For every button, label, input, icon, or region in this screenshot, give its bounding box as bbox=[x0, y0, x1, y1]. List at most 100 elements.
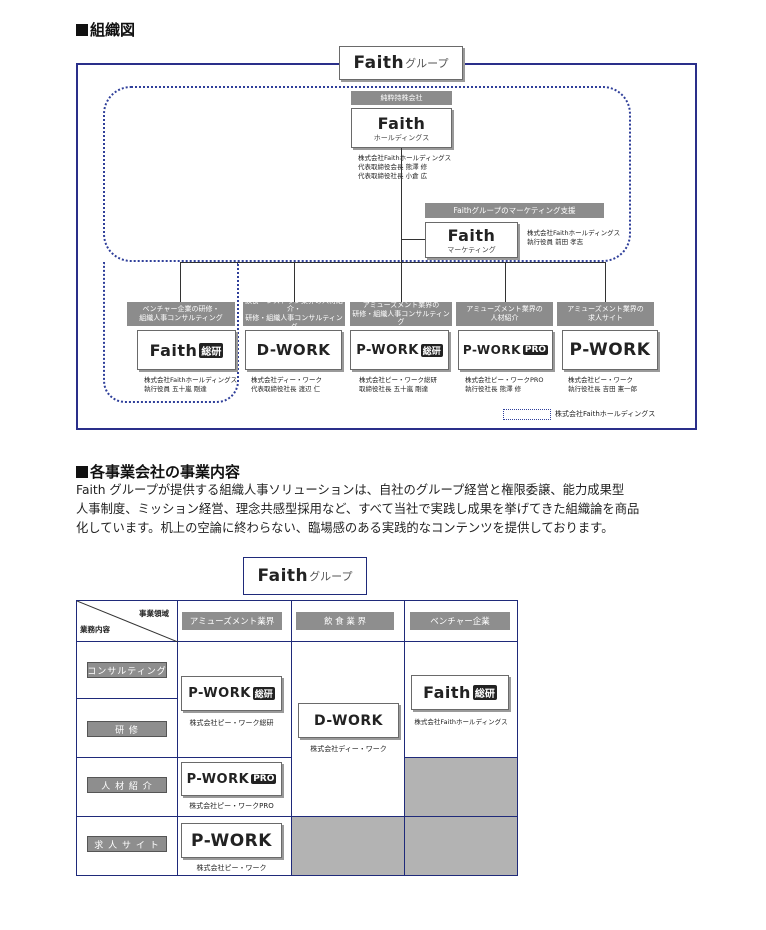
label-line: アミューズメント業界の bbox=[567, 305, 644, 314]
table-faith-soken-name: Faith bbox=[423, 683, 471, 702]
business-matrix-table: 事業領域 業務内容 アミューズメント業界 飲 食 業 界 ベンチャー企業 コンサ… bbox=[76, 600, 518, 876]
legend-label: 株式会社Faithホールディングス bbox=[555, 410, 656, 418]
caption-line: 株式会社Faithホールディングス bbox=[144, 376, 238, 384]
caption-line: 取締役社長 五十嵐 剛達 bbox=[359, 384, 429, 393]
business-heading: 各事業会社の事業内容 bbox=[76, 461, 240, 482]
header-cell-amusement bbox=[178, 601, 292, 642]
company-1-label: ベンチャー企業の研修・組織人事コンサルティング bbox=[127, 302, 235, 326]
label-line: 研修・組織人事コンサルティング bbox=[245, 314, 343, 331]
label-line: 飲食・レストラン業界の人材紹介・ bbox=[245, 296, 343, 314]
table-pwork-soken-badge: 総研 bbox=[252, 687, 275, 700]
table-pwork-pro-badge: PRO bbox=[251, 774, 277, 784]
company-2-label: 飲食・レストラン業界の人材紹介・研修・組織人事コンサルティング bbox=[243, 297, 345, 331]
org-chart-heading: 組織図 bbox=[76, 19, 135, 40]
business-intro: Faith グループが提供する組織人事ソリューションは、自社のグループ経営と権限… bbox=[76, 481, 700, 538]
table-pwork-soken-logo: P-WORK 総研 bbox=[181, 676, 282, 711]
marketing-logo: Faith マーケティング bbox=[425, 222, 518, 258]
company-4-label: アミューズメント業界の人材紹介 bbox=[456, 302, 553, 326]
table-faith-soken-logo: Faith 総研 bbox=[411, 675, 509, 710]
column-label-amusement: アミューズメント業界 bbox=[182, 612, 282, 630]
faith-group-logo-suffix: グループ bbox=[309, 570, 353, 583]
table-dwork-caption: 株式会社ディー・ワーク bbox=[310, 745, 387, 753]
label-line: 求人サイト bbox=[587, 314, 623, 322]
cell-food-main bbox=[292, 642, 405, 817]
holdings-region-upper bbox=[103, 86, 631, 262]
intro-line: 人事制度、ミッション経営、理念共感型採用など、すべて当社で実践し成果を挙げてきた… bbox=[76, 502, 640, 516]
row-cell-training bbox=[77, 699, 178, 758]
table-pwork-soken-name: P-WORK bbox=[188, 686, 251, 701]
company-5-logo-name: P-WORK bbox=[569, 340, 651, 360]
table-dwork-name: D-WORK bbox=[313, 712, 384, 729]
square-bullet-icon bbox=[76, 466, 88, 478]
company-4-logo-badge: PRO bbox=[522, 345, 549, 355]
label-line: ベンチャー企業の研修・ bbox=[142, 305, 220, 314]
caption-line: 株式会社ディー・ワーク bbox=[251, 376, 323, 384]
cell-venture-recruitment-empty bbox=[405, 758, 517, 817]
table-pwork-caption: 株式会社ピー・ワーク bbox=[196, 864, 267, 872]
connector-to-marketing bbox=[401, 239, 425, 240]
pwork-logo: P-WORK bbox=[562, 330, 658, 370]
row-label-training: 研 修 bbox=[87, 721, 167, 737]
org-chart-title: 組織図 bbox=[90, 21, 136, 39]
intro-line: Faith グループが提供する組織人事ソリューションは、自社のグループ経営と権限… bbox=[76, 483, 625, 497]
connector-drop-2 bbox=[294, 262, 295, 302]
caption-line: 執行役社長 吉田 憲一郎 bbox=[568, 384, 638, 393]
holdings-logo-sub: ホールディングス bbox=[373, 133, 430, 142]
faith-group-logo: Faith グループ bbox=[339, 46, 463, 80]
dwork-logo: D-WORK bbox=[245, 330, 342, 370]
row-label-recruitment: 人 材 紹 介 bbox=[87, 777, 167, 793]
holdings-logo: Faith ホールディングス bbox=[351, 108, 452, 148]
pwork-soken-logo: P-WORK 総研 bbox=[350, 330, 449, 370]
row-cell-consulting bbox=[77, 642, 178, 699]
cell-amusement-consulting-training bbox=[178, 642, 292, 758]
marketing-logo-name: Faith bbox=[447, 225, 496, 245]
company-2-caption: 株式会社ディー・ワーク 代表取締役社長 渡辺 仁 bbox=[251, 376, 322, 394]
label-line: アミューズメント業界の bbox=[466, 305, 543, 314]
caption-line: 代表取締役社長 渡辺 仁 bbox=[251, 384, 321, 393]
cell-venture-job-site-empty bbox=[405, 817, 517, 875]
header-cell-venture bbox=[405, 601, 517, 642]
caption-line: 執行役員 五十嵐 剛達 bbox=[144, 384, 207, 393]
corner-diagonal-line bbox=[77, 601, 178, 642]
pure-holding-label: 純粋持株会社 bbox=[351, 91, 452, 105]
connector-drop-1 bbox=[180, 262, 181, 302]
caption-line: 株式会社Faithホールディングス bbox=[358, 154, 452, 162]
business-title: 各事業会社の事業内容 bbox=[90, 463, 241, 481]
pwork-pro-logo: P-WORK PRO bbox=[458, 330, 553, 370]
caption-line: 執行役員 前田 孝志 bbox=[527, 237, 584, 246]
row-label-consulting: コンサルティング bbox=[87, 662, 167, 678]
corner-top-label: 事業領域 bbox=[139, 609, 169, 618]
company-3-logo-badge: 総研 bbox=[420, 343, 443, 357]
intro-line: 化しています。机上の空論に終わらない、臨場感のある実践的なコンテンツを提供してお… bbox=[76, 521, 614, 535]
table-pwork-pro-caption: 株式会社ピー・ワークPRO bbox=[189, 802, 274, 810]
label-line: アミューズメント業界の bbox=[362, 300, 440, 309]
column-label-venture: ベンチャー企業 bbox=[410, 612, 510, 630]
row-cell-job-site bbox=[77, 817, 178, 875]
connector-vertical-main bbox=[401, 148, 402, 262]
faith-group-logo-name: Faith bbox=[257, 566, 309, 586]
row-cell-recruitment bbox=[77, 758, 178, 817]
marketing-caption: 株式会社Faithホールディングス 執行役員 前田 孝志 bbox=[527, 229, 620, 247]
cell-amusement-recruitment bbox=[178, 758, 292, 817]
column-label-food: 飲 食 業 界 bbox=[296, 612, 394, 630]
label-line: 研修・組織人事コンサルティング bbox=[352, 309, 450, 327]
table-faith-soken-caption: 株式会社Faithホールディングス bbox=[414, 718, 508, 726]
cell-amusement-job-site bbox=[178, 817, 292, 875]
company-3-logo-name: P-WORK bbox=[356, 342, 419, 358]
connector-horizontal-bus bbox=[180, 262, 605, 263]
cell-venture-main bbox=[405, 642, 517, 758]
faith-group-logo-name: Faith bbox=[353, 53, 405, 73]
corner-cell: 事業領域 業務内容 bbox=[77, 601, 178, 642]
caption-line: 代表取締役会長 熊澤 修 bbox=[358, 162, 428, 171]
table-faith-soken-badge: 総研 bbox=[472, 685, 497, 700]
company-3-caption: 株式会社ピー・ワーク総研 取締役社長 五十嵐 剛達 bbox=[359, 376, 437, 394]
connector-marketing-stub bbox=[401, 218, 402, 239]
company-1-logo-badge: 総研 bbox=[199, 342, 224, 358]
connector-drop-3 bbox=[401, 262, 402, 302]
company-5-caption: 株式会社ピー・ワーク 執行役社長 吉田 憲一郎 bbox=[568, 376, 637, 394]
company-3-label: アミューズメント業界の研修・組織人事コンサルティング bbox=[350, 300, 452, 327]
caption-line: 株式会社Faithホールディングス bbox=[527, 229, 621, 237]
marketing-logo-sub: マーケティング bbox=[447, 245, 496, 254]
connector-drop-4 bbox=[505, 262, 506, 302]
faith-group-logo-suffix: グループ bbox=[405, 57, 449, 70]
